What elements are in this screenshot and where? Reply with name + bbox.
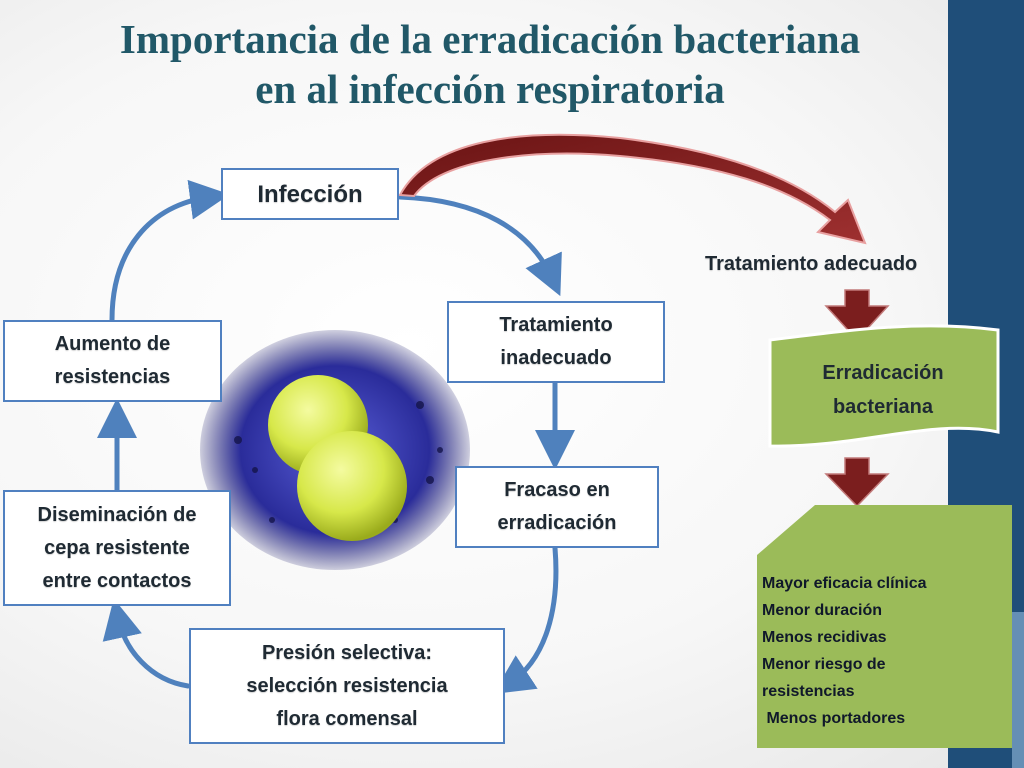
erradicacion-label: Erradicación bacteriana (822, 362, 944, 418)
tratamiento-inadecuado-box: Tratamiento inadecuado (447, 301, 665, 383)
arrow-infeccion-to-tratamiento (397, 194, 562, 297)
page-title: Importancia de la erradicación bacterian… (40, 14, 940, 114)
cycle-arrows (97, 179, 575, 694)
arrow-fracaso-to-presion (493, 545, 559, 694)
curved-red-arrow (398, 133, 867, 245)
tratamiento-inadecuado-label: Tratamiento inadecuado (499, 314, 613, 369)
aumento-label: Aumento de resistencias (54, 333, 171, 388)
diseminacion-label: Diseminación de cepa resistente entre co… (37, 503, 197, 592)
diseminacion-box: Diseminación de cepa resistente entre co… (3, 490, 231, 606)
erradicacion-banner (768, 324, 1000, 448)
benefit-item: Menos recidivas (762, 629, 887, 646)
benefit-item: Menor riesgo de (762, 656, 886, 673)
title-line-1: Importancia de la erradicación bacterian… (119, 16, 861, 62)
arrow-presion-to-diseminacion (102, 598, 191, 689)
presion-box: Presión selectiva: selección resistencia… (189, 628, 505, 744)
benefit-item: resistencias (762, 683, 855, 700)
benefit-item: Mayor eficacia clínica (762, 575, 927, 592)
sidebar-accent (1012, 612, 1024, 768)
fracaso-box: Fracaso en erradicación (455, 466, 659, 548)
fracaso-label: Fracaso en erradicación (497, 479, 617, 534)
down-arrow-2 (824, 457, 890, 508)
down-arrow-1 (824, 289, 890, 342)
benefit-item: Menos portadores (762, 710, 906, 727)
title-line-2: en al infección respiratoria (255, 66, 725, 112)
bacteria-image (200, 330, 470, 570)
infeccion-box: Infección (221, 168, 399, 220)
infeccion-label: Infección (257, 180, 363, 208)
tratamiento-adecuado-label: Tratamiento adecuado (705, 253, 918, 275)
benefits-panel (757, 505, 1012, 748)
benefits-list: Mayor eficacia clínica Menor duración Me… (762, 570, 962, 732)
presion-label: Presión selectiva: selección resistencia… (246, 641, 448, 730)
aumento-box: Aumento de resistencias (3, 320, 222, 402)
benefit-item: Menor duración (762, 602, 883, 619)
arrow-aumento-to-infeccion (109, 179, 230, 323)
